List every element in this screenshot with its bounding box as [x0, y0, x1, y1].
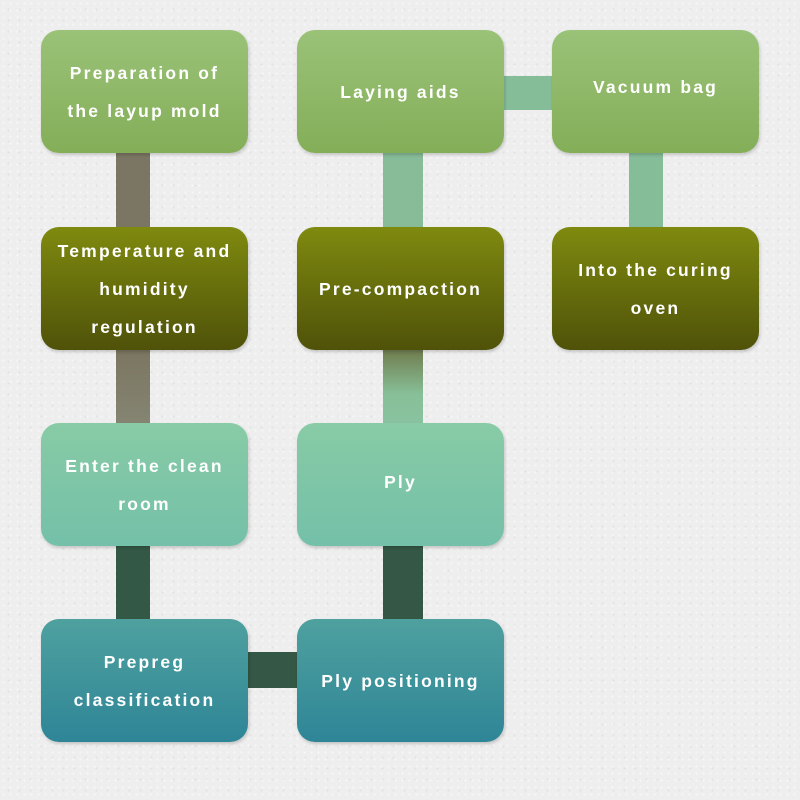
node-label: Laying aids: [340, 81, 461, 102]
connector-vacuum-bag-to-curing-oven: [629, 150, 663, 230]
node-ply: Ply: [297, 423, 504, 546]
node-label: Ply positioning: [321, 670, 480, 691]
node-label: Prepreg classification: [73, 651, 216, 710]
node-label: Vacuum bag: [592, 77, 719, 97]
node-label: Into the curing oven: [578, 259, 733, 318]
connector-laying-aids-to-vacuum-bag: [500, 76, 556, 110]
node-vacuum-bag: Vacuum bag: [552, 30, 759, 153]
node-preparation-of-layup-mold: Preparation of the layup mold: [41, 30, 248, 153]
node-ply-positioning: Ply positioning: [297, 619, 504, 742]
node-label: Pre-compaction: [318, 278, 483, 299]
node-enter-clean-room: Enter the clean room: [41, 423, 248, 546]
connector-prepreg-to-ply-positioning: [245, 652, 301, 688]
node-laying-aids: Laying aids: [297, 30, 504, 153]
connector-ply-to-precompaction: [383, 346, 423, 426]
node-pre-compaction: Pre-compaction: [297, 227, 504, 350]
node-into-curing-oven: Into the curing oven: [552, 227, 759, 350]
node-label: Enter the clean room: [65, 455, 224, 514]
connector-precompaction-to-laying-aids: [383, 150, 423, 230]
node-temperature-humidity-regulation: Temperature and humidity regulation: [41, 227, 248, 350]
node-label: Temperature and humidity regulation: [57, 240, 232, 337]
node-label: Ply: [384, 472, 417, 492]
connector-temperature-to-clean-room: [116, 346, 150, 426]
connector-mold-to-temperature: [116, 150, 150, 230]
node-label: Preparation of the layup mold: [67, 62, 222, 121]
node-prepreg-classification: Prepreg classification: [41, 619, 248, 742]
connector-clean-room-to-prepreg: [116, 542, 150, 622]
connector-ply-positioning-to-ply: [383, 542, 423, 622]
